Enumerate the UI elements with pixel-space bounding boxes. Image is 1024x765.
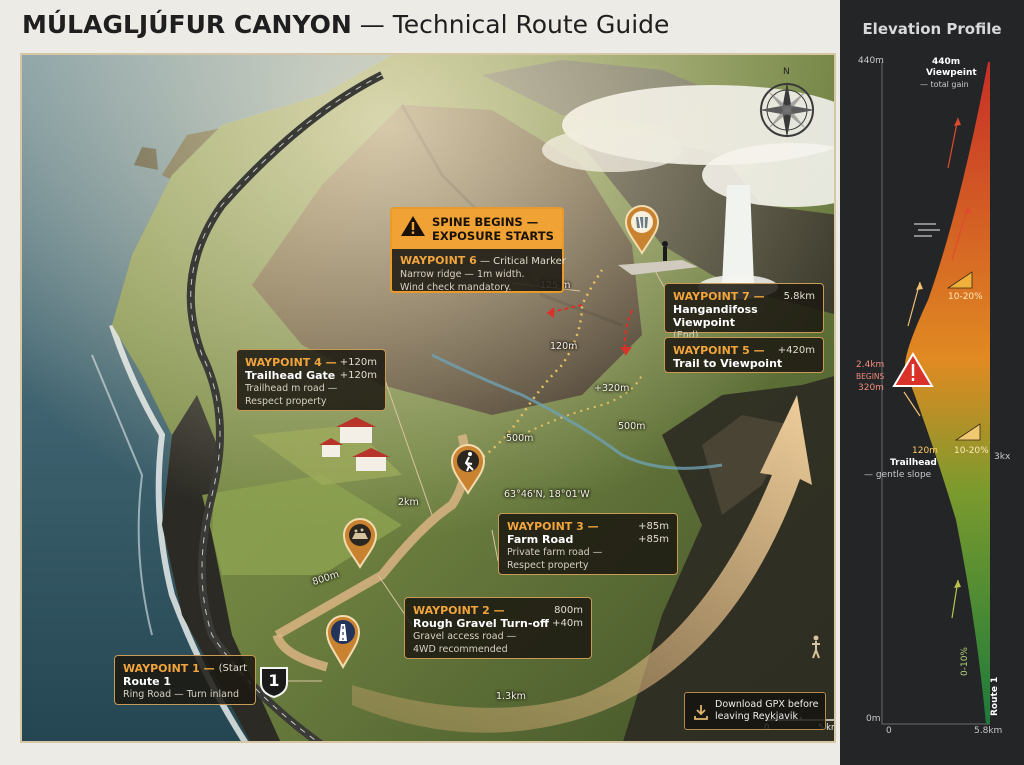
waypoint-4-label: WAYPOINT 4 — xyxy=(245,356,337,369)
page-title-main: MÚLAGLJÚFUR CANYON xyxy=(22,10,352,39)
elevation-profile-title: Elevation Profile xyxy=(862,20,1002,38)
warning-header: SPINE BEGINS — EXPOSURE STARTS xyxy=(392,209,562,249)
scale-five-km: 5 km xyxy=(818,723,834,733)
route-map[interactable]: N 1 125 m 120m +320m 500m 500m 2km 63°46… xyxy=(20,53,836,743)
waypoint-4-card[interactable]: WAYPOINT 4 —+120m Trailhead Gate+120m Tr… xyxy=(236,349,386,411)
waypoint-4-name: Trailhead Gate xyxy=(245,369,336,382)
label-plus-320m: +320m xyxy=(594,383,630,394)
label-1-3km: 1.3km xyxy=(496,691,526,702)
trailhead-elevation: 120m xyxy=(912,446,938,456)
profile-y-bottom: 0m xyxy=(866,714,881,724)
waypoint-3-card[interactable]: WAYPOINT 3 — +85m Farm Road +85m Private f… xyxy=(498,513,678,575)
download-line-1: Download GPX before xyxy=(715,699,819,710)
waypoint-2-desc-1: Gravel access road — xyxy=(413,631,517,642)
waypoint-2-name: Rough Gravel Turn-off xyxy=(413,617,549,630)
peak-name: Viewpeint xyxy=(926,68,977,78)
waypoint-1-status: (Start xyxy=(218,663,247,674)
profile-x-right: 5.8km xyxy=(974,726,1003,736)
elevation-profile-chart xyxy=(881,62,990,725)
grade-upper: 10-20% xyxy=(948,292,983,302)
waypoint-7-distance: 5.8km xyxy=(783,291,815,302)
elevation-profile-panel: Elevation Profile xyxy=(840,0,1024,765)
download-icon xyxy=(694,705,708,720)
label-120m: 120m xyxy=(550,341,578,352)
warning-elevation: 320m xyxy=(858,383,884,393)
download-gpx-note[interactable]: Download GPX before leaving Reykjavik xyxy=(684,692,826,730)
waypoint-5-card[interactable]: WAYPOINT 5 — +420m Trail to Viewpoint xyxy=(664,337,824,373)
hiker-scale-icon xyxy=(812,635,820,659)
page-title: MÚLAGLJÚFUR CANYON — Technical Route Gui… xyxy=(22,10,669,39)
page-title-sub: — Technical Route Guide xyxy=(351,10,670,39)
waypoint-3-desc-2: Respect property xyxy=(507,560,589,571)
waypoint-1-desc: Ring Road — Turn inland xyxy=(123,689,240,700)
waypoint-1-label: WAYPOINT 1 — xyxy=(123,662,215,675)
waypoint-4-gain-2: +120m xyxy=(339,370,377,381)
warning-title-line1: SPINE BEGINS — xyxy=(432,215,539,229)
waypoint-2-card[interactable]: WAYPOINT 2 — 800m Rough Gravel Turn-off+4… xyxy=(404,597,592,659)
waypoint-2-desc-2: 4WD recommended xyxy=(413,644,508,655)
label-500m-a: 500m xyxy=(506,433,534,444)
waypoint-3-label: WAYPOINT 3 — xyxy=(507,520,599,533)
waypoint-7-name: Hangandifoss Viewpoint xyxy=(673,303,758,329)
label-2km: 2km xyxy=(398,497,419,508)
waypoint-6-desc-2: Wind check mandatory. xyxy=(400,282,512,293)
warning-word: BEGINS xyxy=(856,372,885,381)
route-1-vertical-label: Route 1 xyxy=(990,676,1000,716)
trailhead-note: — gentle slope xyxy=(864,470,932,480)
waypoint-2-distance: 800m xyxy=(554,605,583,616)
compass-north-label: N xyxy=(783,67,790,77)
route-1-shield-number: 1 xyxy=(268,671,280,690)
grade-lower: 10-20% xyxy=(954,446,989,456)
waypoint-7-label: WAYPOINT 7 — xyxy=(673,290,765,303)
waypoint-4-gain-1: +120m xyxy=(339,357,377,368)
warning-distance: 2.4km xyxy=(856,360,885,370)
waypoint-6-desc-1: Narrow ridge — 1m width. xyxy=(400,269,525,280)
waypoint-1-card[interactable]: WAYPOINT 1 —(Start Route 1 Ring Road — T… xyxy=(114,655,256,705)
waypoint-6-suffix: — Critical Marker xyxy=(476,256,566,267)
peak-elevation: 440m xyxy=(932,57,961,67)
warning-title-line2: EXPOSURE STARTS xyxy=(432,229,554,243)
waypoint-3-gain-1: +85m xyxy=(638,521,669,532)
profile-x-left: 0 xyxy=(886,726,892,736)
waypoint-5-label: WAYPOINT 5 — xyxy=(673,344,765,357)
waypoint-5-gain: +420m xyxy=(777,345,815,356)
waypoint-3-gain-2: +85m xyxy=(638,534,669,545)
grade-upper-icon xyxy=(946,271,973,289)
farm-buildings xyxy=(319,417,390,471)
profile-warning-icon xyxy=(892,352,934,387)
warning-triangle-icon xyxy=(401,216,425,236)
coordinates-label: 63°46'N, 18°01'W xyxy=(504,489,590,500)
waypoint-6-label: WAYPOINT 6 xyxy=(400,254,477,267)
grade-bottom: 0-10% xyxy=(960,647,970,676)
waypoint-3-name: Farm Road xyxy=(507,533,574,546)
waypoint-7-desc: (End) xyxy=(673,330,699,341)
wind-icon xyxy=(914,223,940,237)
profile-mid-right: 3kx xyxy=(994,452,1011,462)
waypoint-5-name: Trail to Viewpoint xyxy=(673,357,783,370)
waypoint-7-card[interactable]: WAYPOINT 7 — 5.8km Hangandifoss Viewpoint… xyxy=(664,283,824,341)
trailhead-name: Trailhead xyxy=(890,458,937,468)
download-line-2: leaving Reykjavik xyxy=(715,711,799,722)
label-500m-b: 500m xyxy=(618,421,646,432)
waypoint-3-desc-1: Private farm road — xyxy=(507,547,603,558)
waypoint-2-label: WAYPOINT 2 — xyxy=(413,604,505,617)
compass-rose-icon: N xyxy=(752,67,822,147)
route-1-shield-icon: 1 xyxy=(258,665,290,699)
waypoint-4-desc-1: Trailhead m road — xyxy=(245,383,338,394)
grade-lower-icon xyxy=(954,423,981,441)
waypoint-2-gain: +40m xyxy=(552,618,583,629)
peak-note: — total gain xyxy=(920,80,969,89)
waypoint-4-desc-2: Respect property xyxy=(245,396,327,407)
waypoint-6-warning-card[interactable]: SPINE BEGINS — EXPOSURE STARTS WAYPOINT … xyxy=(390,207,566,293)
profile-y-top: 440m xyxy=(858,56,884,66)
waypoint-1-name: Route 1 xyxy=(123,675,172,688)
